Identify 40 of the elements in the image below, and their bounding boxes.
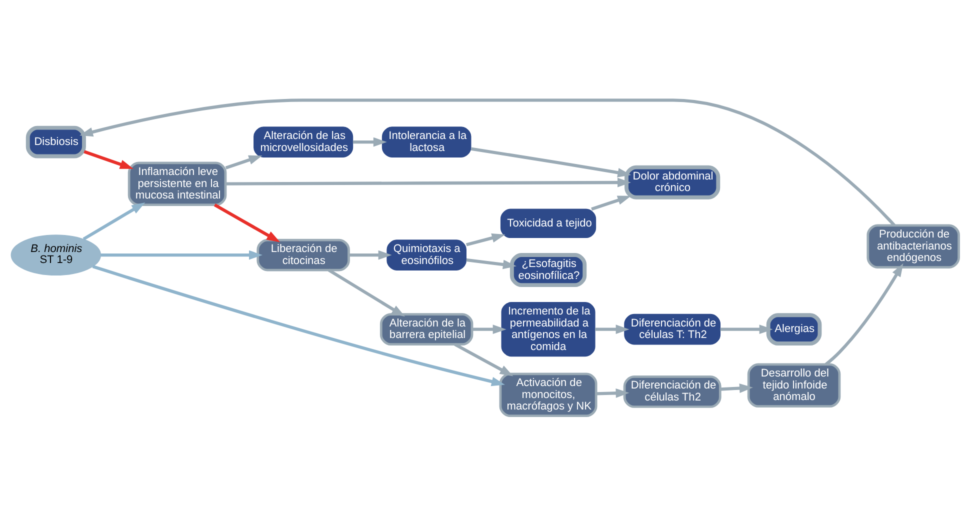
arrow bbox=[100, 250, 262, 260]
node-box: Dolor abdominal crónico bbox=[624, 164, 720, 199]
node-box: Alteración de la barrera epitelial bbox=[380, 312, 474, 346]
arrow bbox=[454, 342, 514, 376]
node-box: Disbiosis bbox=[26, 125, 86, 158]
arrow bbox=[84, 150, 134, 168]
node-box: Diferenciación de células T: Th2 bbox=[624, 313, 721, 344]
arrow bbox=[92, 264, 505, 386]
arrow bbox=[225, 154, 262, 169]
node-box: Intolerancia a la lactosa bbox=[382, 126, 472, 157]
arrow bbox=[470, 146, 632, 177]
node-box: Alergias bbox=[766, 312, 822, 346]
node-box: Incremento de la permeabilidad a antígenos en la comida bbox=[501, 302, 596, 356]
node-box: Activación de monocitos, macrófagos y NK bbox=[499, 372, 598, 417]
node-box: Alteración de las microvellosidades bbox=[254, 126, 354, 157]
arrow bbox=[466, 232, 506, 246]
arrow bbox=[328, 268, 406, 316]
node-box: ¿Esofagitis eosinofílica? bbox=[510, 252, 587, 287]
arrow bbox=[720, 324, 773, 334]
arrow bbox=[466, 258, 516, 269]
arrow bbox=[591, 195, 632, 210]
arrow bbox=[214, 203, 280, 242]
arrow bbox=[596, 388, 630, 398]
node-box: Desarrollo del tejido linfoide anómalo bbox=[747, 362, 841, 408]
node-box: Diferenciación de células Th2 bbox=[623, 375, 722, 408]
node-box: Toxicidad a tejido bbox=[500, 208, 596, 238]
arrow bbox=[352, 136, 387, 146]
arrow bbox=[226, 177, 631, 187]
arrow bbox=[472, 324, 506, 334]
node-box: Liberación de citocinas bbox=[256, 238, 350, 271]
node-box: Quimiotaxis a eosinófilos bbox=[386, 239, 466, 270]
arrow bbox=[349, 250, 392, 260]
arrow bbox=[720, 383, 753, 392]
arrow bbox=[82, 202, 146, 240]
arrow bbox=[824, 262, 904, 366]
node-ellipse: B. hominis ST 1-9 bbox=[10, 234, 102, 275]
node-box: Inflamación leve persistente en la mucosa intestinal bbox=[128, 161, 227, 206]
arrow bbox=[595, 324, 630, 334]
arrow bbox=[79, 98, 896, 226]
node-box: Producción de antibacterianos endógenos bbox=[866, 224, 960, 268]
